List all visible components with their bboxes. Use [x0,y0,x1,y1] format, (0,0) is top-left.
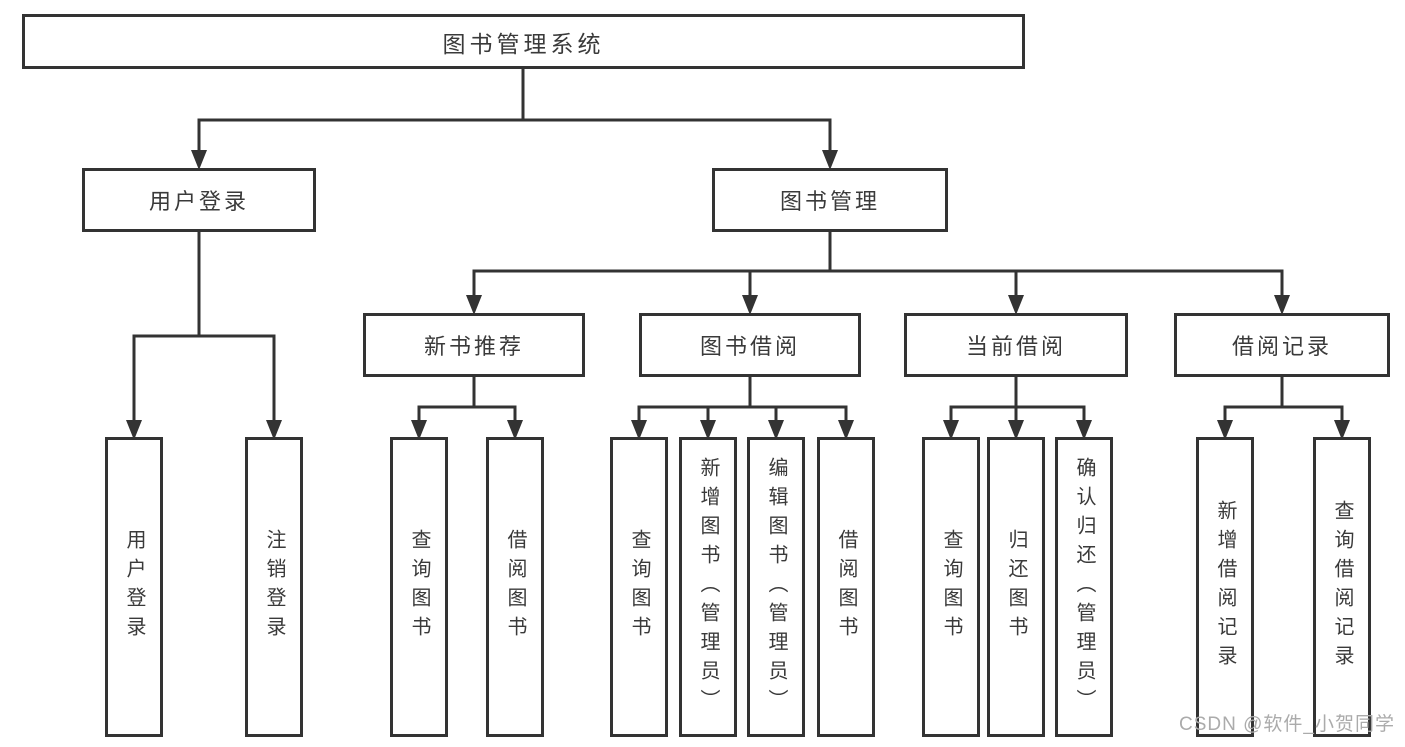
node-book-management-branch: 图书管理 [712,168,948,232]
csdn-watermark: CSDN @软件_小贺同学 [1179,714,1395,735]
arrowhead-icon [1008,295,1024,315]
leaf-query-borrow-record: 查询借阅记录 [1313,437,1371,737]
connector-lines [132,67,1344,428]
leaf-edit-books-admin: 编辑图书（管理员） [747,437,805,737]
arrowhead-icon [1076,420,1092,440]
node-book-borrowing: 图书借阅 [639,313,861,377]
leaf-label: 查询图书 [940,529,962,645]
arrowhead-icon [838,420,854,440]
leaf-label: 编辑图书（管理员） [765,456,787,718]
arrowhead-icon [1217,420,1233,440]
leaf-query-books-borrowing: 查询图书 [610,437,668,737]
arrowhead-icon [700,420,716,440]
leaf-label: 借阅图书 [835,529,857,645]
leaf-label: 新增借阅记录 [1214,500,1236,674]
leaf-label: 注销登录 [263,529,285,645]
leaf-label: 借阅图书 [504,529,526,645]
arrowhead-icon [631,420,647,440]
arrowhead-icon [822,150,838,170]
arrowhead-icon [1334,420,1350,440]
leaf-label: 确认归还（管理员） [1073,456,1095,718]
leaf-label: 用户登录 [123,529,145,645]
leaf-borrow-books-recommend: 借阅图书 [486,437,544,737]
arrowhead-icon [466,295,482,315]
arrowhead-icon [943,420,959,440]
leaf-label: 查询图书 [408,529,430,645]
leaf-confirm-return-admin: 确认归还（管理员） [1055,437,1113,737]
node-current-borrowing: 当前借阅 [904,313,1128,377]
leaf-return-books: 归还图书 [987,437,1045,737]
arrowhead-icon [126,420,142,440]
leaf-logout: 注销登录 [245,437,303,737]
leaf-label: 归还图书 [1005,529,1027,645]
arrowhead-icon [507,420,523,440]
arrowhead-icon [411,420,427,440]
leaf-add-borrow-record: 新增借阅记录 [1196,437,1254,737]
leaf-label: 查询借阅记录 [1331,500,1353,674]
arrowhead-icon [191,150,207,170]
leaf-query-books-recommend: 查询图书 [390,437,448,737]
arrowhead-icon [266,420,282,440]
node-borrowing-records: 借阅记录 [1174,313,1390,377]
leaf-label: 新增图书（管理员） [697,456,719,718]
leaf-query-books-current: 查询图书 [922,437,980,737]
node-user-login-branch: 用户登录 [82,168,316,232]
arrowhead-icon [1008,420,1024,440]
leaf-label: 查询图书 [628,529,650,645]
arrowhead-icon [1274,295,1290,315]
leaf-borrow-books: 借阅图书 [817,437,875,737]
node-root-system: 图书管理系统 [22,14,1025,69]
leaf-user-login: 用户登录 [105,437,163,737]
node-new-book-recommend: 新书推荐 [363,313,585,377]
leaf-add-books-admin: 新增图书（管理员） [679,437,737,737]
arrowhead-icon [768,420,784,440]
arrowhead-icon [742,295,758,315]
